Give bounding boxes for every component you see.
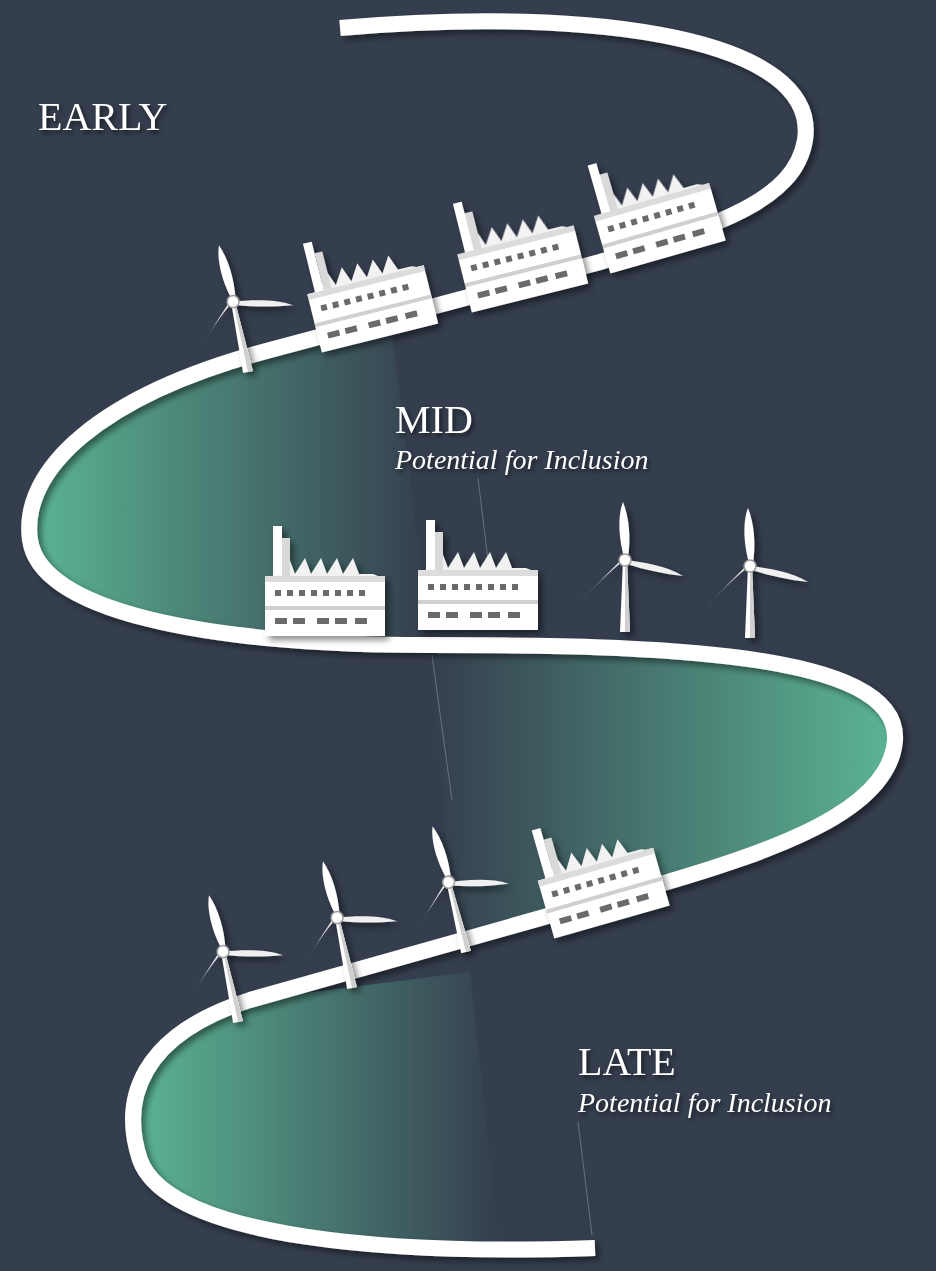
stage-label: EARLY [38,95,167,139]
stage-note: Potential for Inclusion [395,445,649,476]
stage-label: MID [395,398,473,442]
stage-label: LATE [578,1040,676,1084]
stage-note: Potential for Inclusion [578,1088,832,1119]
